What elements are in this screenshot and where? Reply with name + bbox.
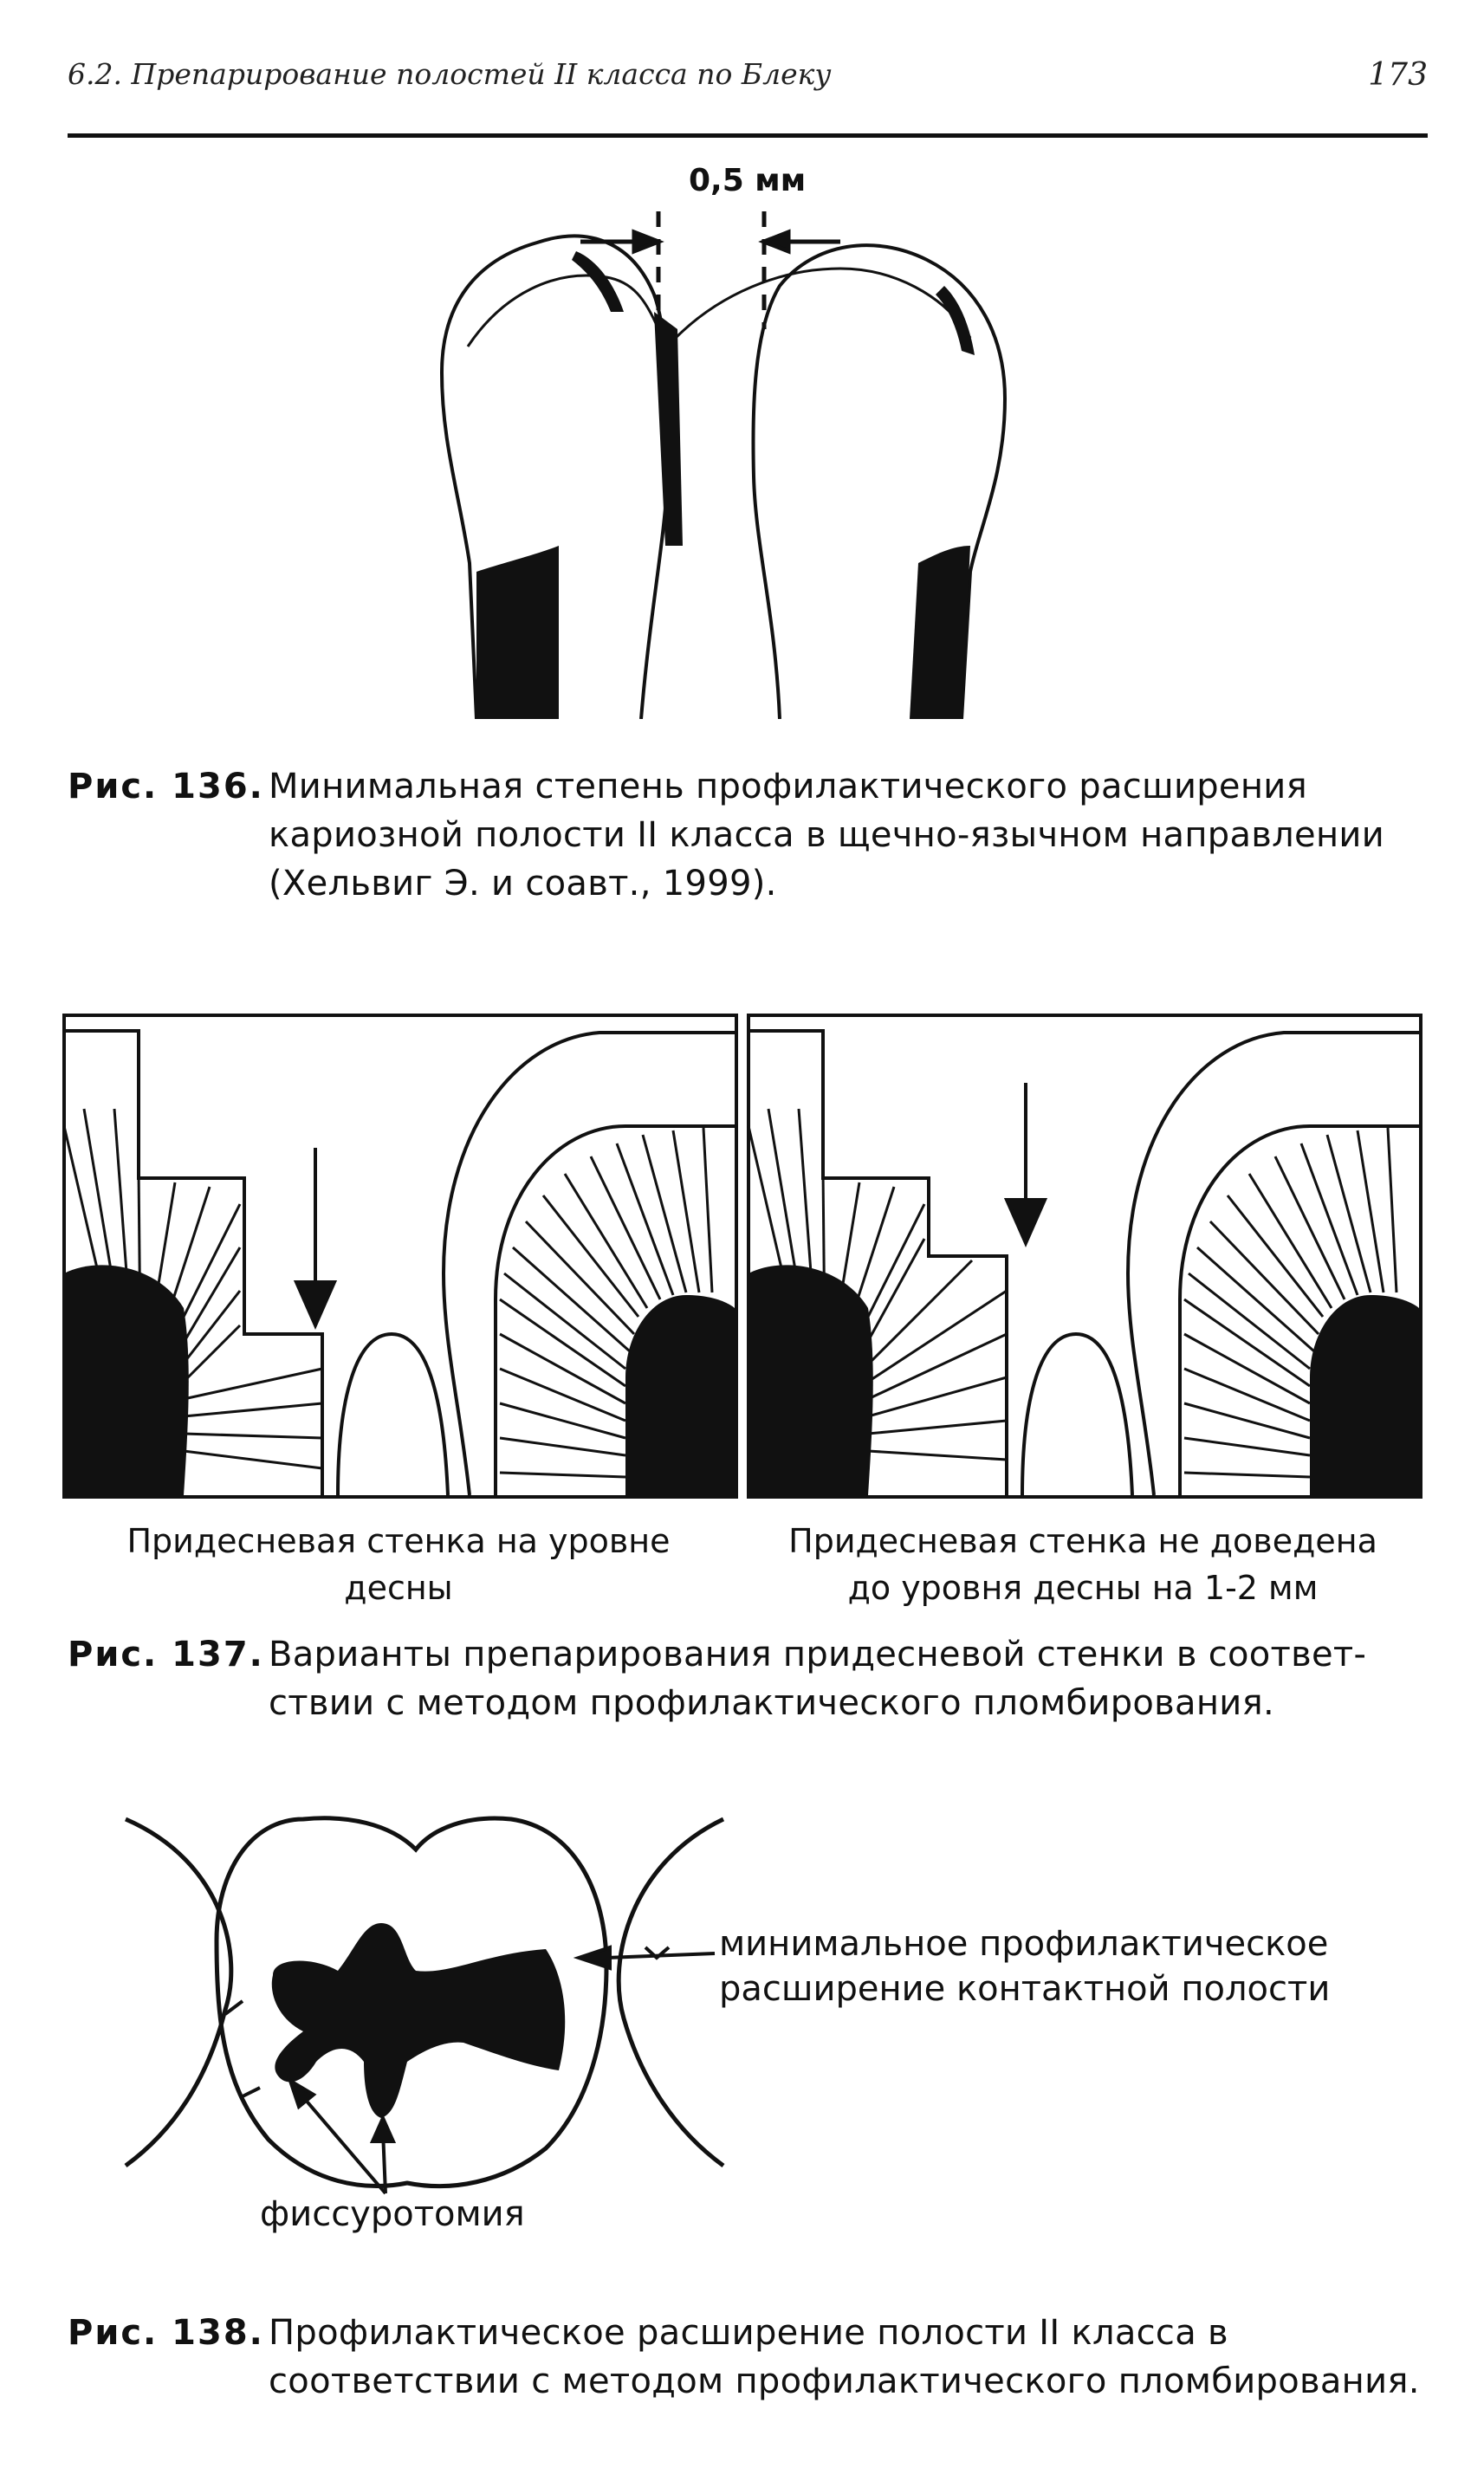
adjacent-tooth-outline bbox=[1125, 1031, 1419, 1496]
caption-text: Минимальная степень профилактического ра… bbox=[269, 767, 1385, 904]
figure-138-illustration bbox=[124, 1816, 725, 2195]
annotation-pointer-arrow bbox=[573, 1945, 716, 1971]
figure-137-left-label: Придесневая стенка на уровне десны bbox=[126, 1522, 671, 1607]
figure-136-illustration bbox=[439, 211, 1008, 719]
caption-text: Профилактическое расширение полости II к… bbox=[269, 2313, 1420, 2401]
shading bbox=[476, 251, 975, 719]
arrow-icon bbox=[287, 2076, 397, 2195]
page-number: 173 bbox=[1368, 57, 1428, 93]
figure-138-annotation-right: минимальное профилактическое расширение … bbox=[719, 1924, 1331, 2009]
gingiva bbox=[1021, 1331, 1134, 1496]
caption-label: Рис. 136. bbox=[68, 767, 264, 806]
gingiva bbox=[336, 1331, 450, 1496]
figure-136-caption: Рис. 136. Минимальная степень профилакти… bbox=[68, 762, 1454, 918]
pulp bbox=[64, 1265, 189, 1495]
right-tooth bbox=[674, 243, 1008, 719]
cavity-preparation bbox=[271, 1923, 566, 2118]
pulp bbox=[748, 1265, 873, 1495]
header-rule bbox=[68, 133, 1428, 138]
adjacent-tooth-outline bbox=[441, 1031, 735, 1496]
adjacent-tooth-right bbox=[616, 1817, 725, 2168]
adjacent-tooth-left bbox=[124, 1817, 234, 2168]
figure-138-annotation-bottom: фиссуротомия bbox=[260, 2194, 525, 2234]
figure-137-caption: Рис. 137. Варианты препарирования придес… bbox=[68, 1630, 1454, 1743]
caption-text: Варианты препарирования придесневой стен… bbox=[269, 1635, 1367, 1723]
prepared-tooth-outline bbox=[748, 1029, 1008, 1495]
dimension-label: 0,5 мм bbox=[689, 163, 807, 198]
caption-label: Рис. 137. bbox=[68, 1635, 264, 1674]
prepared-tooth-outline bbox=[64, 1029, 324, 1495]
arrow-down-icon bbox=[1003, 1083, 1048, 1247]
caption-label: Рис. 138. bbox=[68, 2313, 264, 2353]
running-title: 6.2. Препарирование полостей II класса п… bbox=[68, 57, 832, 91]
tooth-occlusal-outline bbox=[214, 1816, 609, 2189]
figure-138-caption: Рис. 138. Профилактическое расширение по… bbox=[68, 2309, 1454, 2421]
figure-137-right-panel bbox=[747, 1014, 1422, 1499]
figure-137-left-panel bbox=[62, 1014, 738, 1499]
figure-137-right-label: Придесневая стенка не доведена до уровня… bbox=[788, 1522, 1377, 1607]
running-header: 6.2. Препарирование полостей II класса п… bbox=[68, 52, 1428, 104]
arrow-down-icon bbox=[293, 1148, 338, 1330]
